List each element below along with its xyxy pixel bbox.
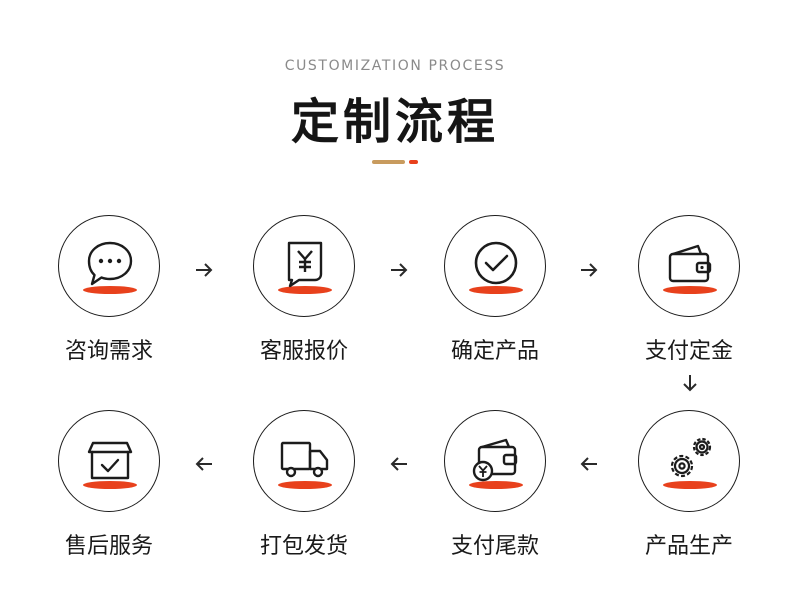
page-title: 定制流程 <box>290 94 499 150</box>
step-label: 售后服务 <box>64 534 153 559</box>
icon-shadow <box>83 286 137 294</box>
page-subtitle: CUSTOMIZATION PROCESS <box>284 58 506 74</box>
truck-icon <box>280 441 329 478</box>
wallet-yuan-icon <box>472 438 518 482</box>
step-circle <box>638 215 740 317</box>
step-label: 咨询需求 <box>64 339 153 364</box>
icon-shadow <box>278 481 332 489</box>
arrow-left-icon <box>388 453 410 475</box>
step-circle <box>444 410 546 512</box>
box-check-icon <box>87 441 133 480</box>
step-label: 产品生产 <box>644 534 733 559</box>
icon-shadow <box>83 481 137 489</box>
icon-shadow <box>663 286 717 294</box>
step-label: 支付定金 <box>644 339 733 364</box>
title-underline <box>372 160 418 164</box>
step-circle <box>253 410 355 512</box>
icon-shadow <box>469 481 523 489</box>
step-circle <box>444 215 546 317</box>
step-circle <box>253 215 355 317</box>
arrow-right-icon <box>578 259 600 281</box>
step-label: 打包发货 <box>259 534 348 559</box>
check-circle-icon <box>474 241 518 285</box>
title-underline-gold <box>372 160 405 164</box>
step-label: 支付尾款 <box>450 534 539 559</box>
title-underline-red <box>409 160 418 164</box>
step-circle <box>638 410 740 512</box>
step-circle <box>58 215 160 317</box>
arrow-right-icon <box>193 259 215 281</box>
wallet-icon <box>668 244 712 283</box>
step-circle <box>58 410 160 512</box>
arrow-left-icon <box>578 453 600 475</box>
icon-shadow <box>278 286 332 294</box>
chat-bubble-icon <box>87 241 133 286</box>
arrow-left-icon <box>193 453 215 475</box>
icon-shadow <box>469 286 523 294</box>
icon-shadow <box>663 481 717 489</box>
step-label: 确定产品 <box>450 339 539 364</box>
gears-icon <box>670 437 712 478</box>
arrow-down-icon <box>679 372 701 394</box>
yuan-receipt-icon <box>287 241 323 288</box>
arrow-right-icon <box>388 259 410 281</box>
step-label: 客服报价 <box>259 339 348 364</box>
